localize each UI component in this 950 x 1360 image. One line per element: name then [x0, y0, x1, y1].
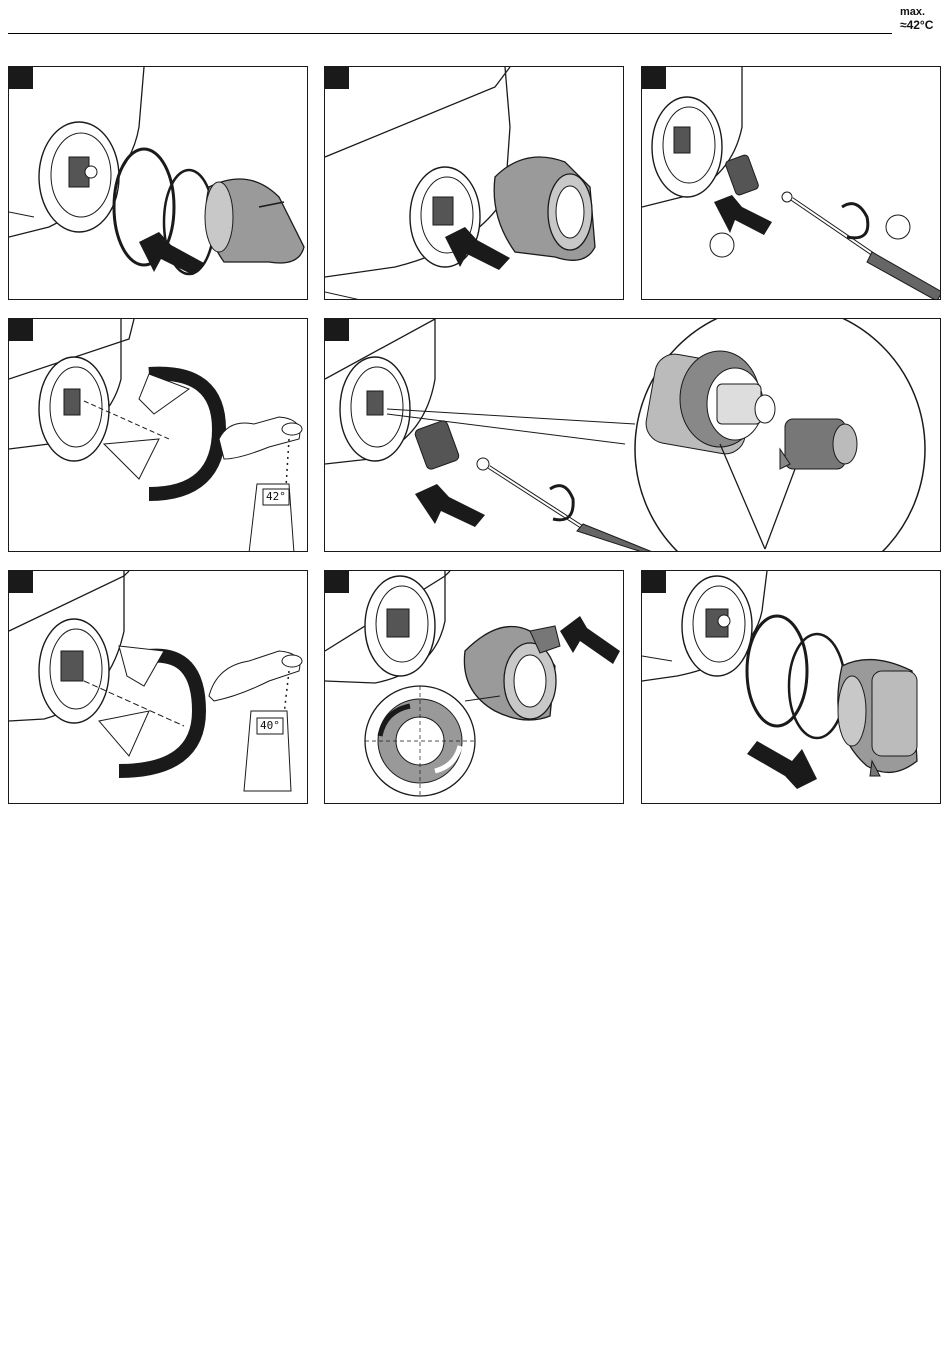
step-panel-3 — [641, 66, 941, 300]
step-illustration — [642, 67, 941, 300]
thermometer-reading: 42° — [266, 490, 286, 503]
step-panel-2 — [324, 66, 624, 300]
step-panel-4: 42° — [8, 318, 308, 552]
step-illustration — [9, 571, 308, 804]
step-illustration — [325, 571, 624, 804]
step-illustration — [9, 67, 308, 300]
step-panel-1 — [8, 66, 308, 300]
step-panel-6: 40° — [8, 570, 308, 804]
max-temperature-label: max. ≈42°C — [900, 6, 948, 32]
step-illustration — [9, 319, 308, 552]
step-panel-7 — [324, 570, 624, 804]
step-illustration — [325, 67, 624, 300]
step-panel-5 — [324, 318, 941, 552]
step-illustration — [325, 319, 941, 552]
step-panel-8 — [641, 570, 941, 804]
temperature-value: ≈42°C — [900, 19, 948, 32]
header-rule — [8, 33, 892, 34]
thermometer-reading: 40° — [260, 719, 280, 732]
step-illustration — [642, 571, 941, 804]
